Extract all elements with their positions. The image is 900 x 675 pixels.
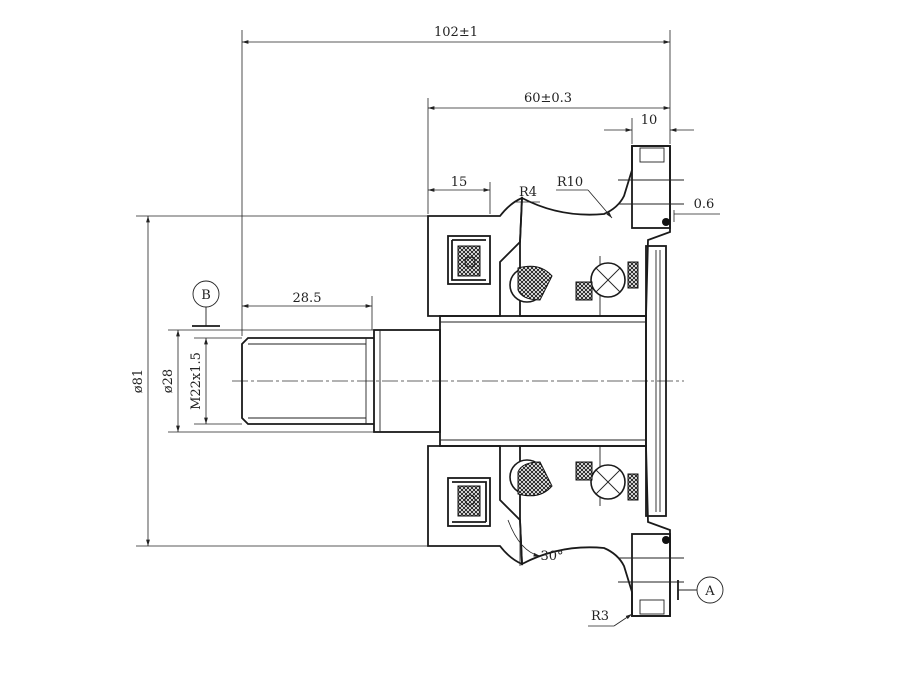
- seal-upper: [447, 235, 491, 285]
- datum-b-label: B: [201, 288, 211, 303]
- bearing-balls: [509, 218, 670, 544]
- gap-label: 0.6: [694, 197, 715, 212]
- stub-shaft: [241, 329, 441, 433]
- r3-label: R3: [591, 609, 609, 624]
- r4-label: R4: [519, 185, 537, 200]
- bearing-width-label: 15: [451, 175, 468, 190]
- datum-b: B: [192, 280, 220, 327]
- dimension-r10: R10: [556, 175, 613, 219]
- dimension-hub-length: 60±0.3: [427, 91, 670, 214]
- hub-lower-section: [427, 445, 671, 617]
- thread-label: M22x1.5: [189, 352, 204, 410]
- dimension-outer-diameter: ø81: [131, 215, 428, 547]
- dimension-stub-length: 28.5: [242, 291, 373, 330]
- flange-plate: [618, 145, 684, 617]
- outer-diameter-label: ø81: [131, 369, 146, 393]
- datum-a-label: A: [704, 584, 715, 599]
- dimension-overall-length: 102±1: [241, 25, 671, 336]
- flange-width-label: 10: [641, 113, 658, 128]
- shaft-diameter-label: ø28: [161, 369, 176, 393]
- stub-length-label: 28.5: [293, 291, 322, 306]
- dimension-flange-width: 10: [604, 113, 694, 144]
- dimension-thread: M22x1.5: [189, 337, 242, 425]
- datum-a: A: [677, 576, 724, 604]
- dimension-gap: 0.6: [673, 197, 720, 222]
- dimension-shaft-diameter: ø28: [161, 329, 374, 433]
- dimension-bearing-width: 15: [428, 175, 491, 214]
- r10-label: R10: [557, 175, 583, 190]
- dimension-angle: 30°: [507, 519, 564, 566]
- angle-label: 30°: [540, 549, 563, 564]
- overall-length-label: 102±1: [434, 25, 478, 40]
- hub-length-label: 60±0.3: [524, 91, 572, 106]
- dimension-r4: R4: [516, 185, 540, 203]
- seal-lower: [447, 477, 491, 527]
- dimension-r3: R3: [588, 609, 633, 627]
- hub-upper-section: [427, 145, 671, 317]
